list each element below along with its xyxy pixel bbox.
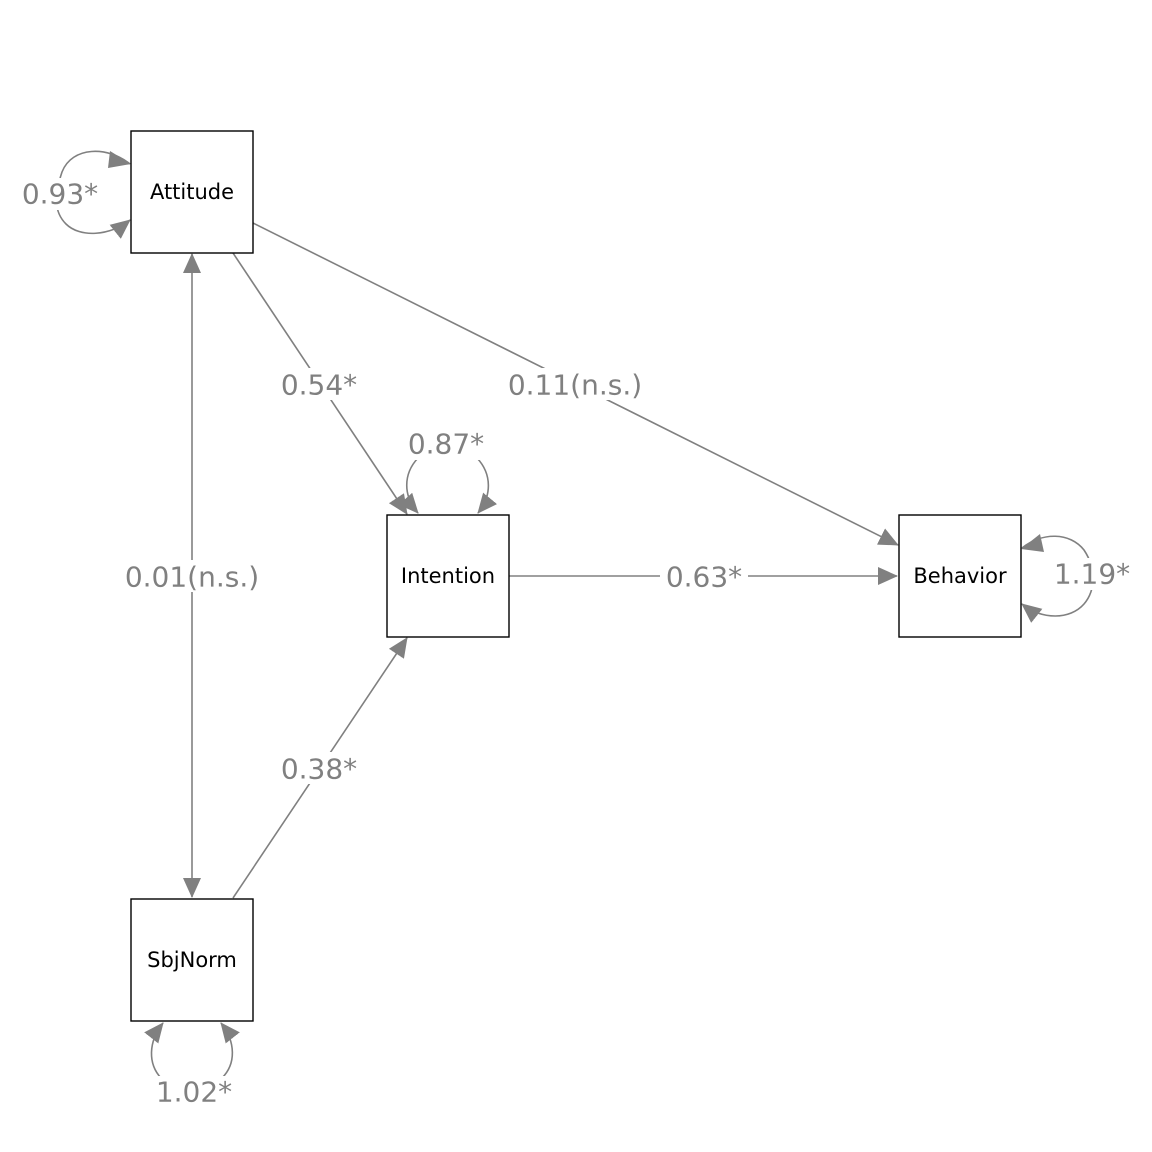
variance-loop-intention <box>476 457 498 514</box>
variance-labels: 0.93* 0.87* 1.19* 1.02* <box>16 178 1136 1109</box>
variance-label-behavior: 1.19* <box>1054 558 1130 591</box>
path-label-attitude-sbjnorm-covariance: 0.01(n.s.) <box>125 561 259 594</box>
node-behavior: Behavior <box>898 514 1022 638</box>
variance-loop-behavior-start-arrow <box>1021 534 1044 552</box>
node-intention: Intention <box>386 514 510 638</box>
node-attitude-label: Attitude <box>150 180 234 204</box>
nodes: Attitude Intention Behavior SbjNorm <box>130 130 1022 1022</box>
path-label-sbjnorm-to-intention: 0.38* <box>281 753 357 786</box>
node-sbjnorm: SbjNorm <box>130 898 254 1022</box>
variance-label-sbjnorm: 1.02* <box>156 1076 232 1109</box>
variance-label-attitude: 0.93* <box>22 178 98 211</box>
variance-loop-sbjnorm-left <box>144 1022 164 1079</box>
node-attitude: Attitude <box>130 130 254 254</box>
node-intention-box <box>386 514 510 638</box>
node-intention-label: Intention <box>401 564 495 588</box>
variance-loop-intention-left <box>398 457 419 514</box>
node-sbjnorm-box <box>130 898 254 1022</box>
path-label-intention-to-behavior: 0.63* <box>666 561 742 594</box>
path-label-attitude-to-intention: 0.54* <box>281 369 357 402</box>
variance-loop-sbjnorm-right <box>220 1022 240 1079</box>
edge-labels: 0.54* 0.11(n.s.) 0.01(n.s.) 0.38* 0.63* <box>116 368 748 786</box>
path-label-attitude-to-behavior: 0.11(n.s.) <box>508 369 642 402</box>
node-behavior-box <box>898 514 1022 638</box>
node-attitude-box <box>130 130 254 254</box>
node-behavior-label: Behavior <box>913 564 1007 588</box>
node-sbjnorm-label: SbjNorm <box>147 948 237 972</box>
variance-label-intention: 0.87* <box>408 428 484 461</box>
paths <box>183 222 899 899</box>
variance-loop-attitude-start-arrow <box>108 151 131 168</box>
